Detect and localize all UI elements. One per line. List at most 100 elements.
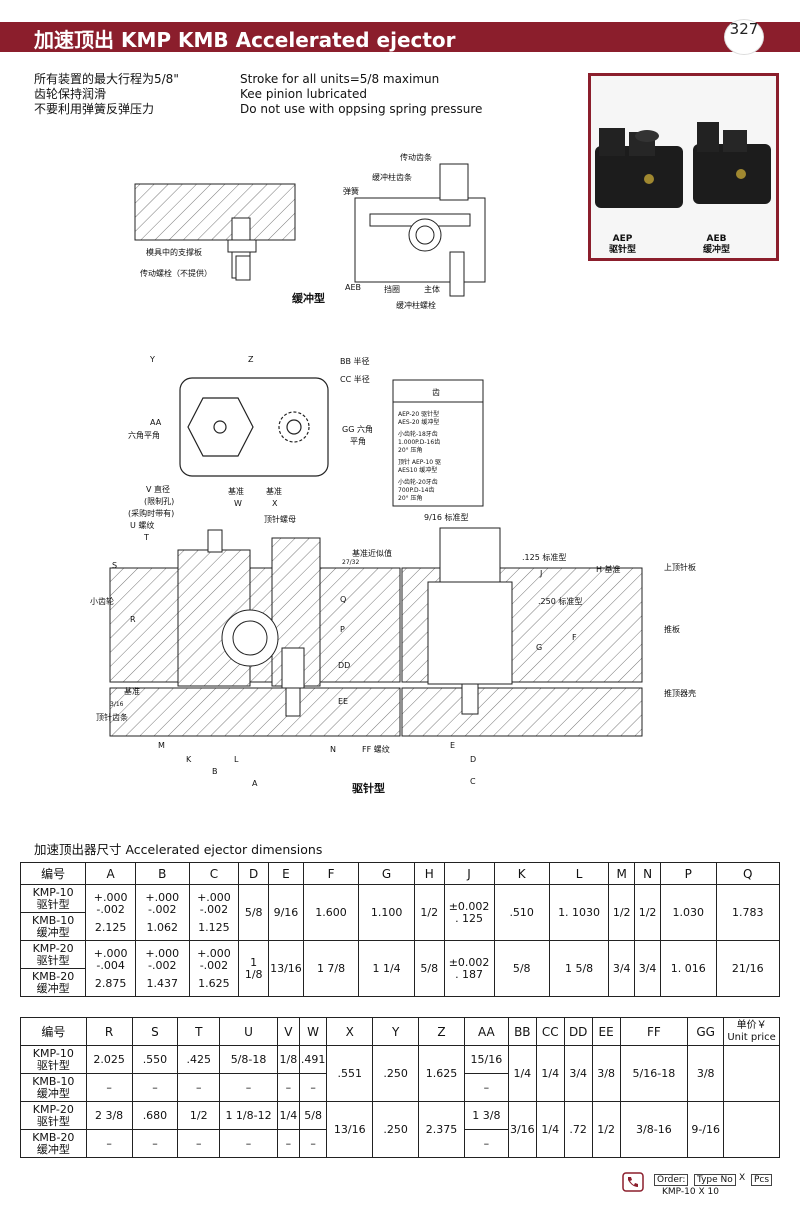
gear-box-row-1: AEP-20 驱针型 (398, 410, 439, 418)
label-limit-hole: (限制孔) (144, 496, 174, 506)
label-z: Z (248, 355, 254, 364)
t1-r2-a-tol2: -.004 (96, 958, 125, 972)
t1-r1-b-tol: +.000 (145, 890, 180, 904)
label-k: K (186, 755, 192, 764)
label-b: B (212, 767, 218, 776)
gear-box-row-3: 小齿轮-18牙齿 (398, 430, 438, 438)
t2-r1-w: .491 (298, 1045, 328, 1074)
label-frac-3-16: 3/16 (110, 701, 124, 708)
label-l: L (234, 755, 239, 764)
t1-r1-b-tol2: -.002 (148, 902, 177, 916)
t1-r1-b-val: 1.062 (146, 920, 179, 934)
label-datum: 基准 (228, 486, 244, 496)
t1-kmp10-type: 驱针型 (36, 897, 70, 911)
t1-r2-c-val: 1.625 (198, 976, 230, 990)
t1-r1-c-tol2: -.002 (199, 902, 229, 916)
t2-r3-s: .680 (131, 1101, 179, 1130)
t2-r3-ff: 3/8-16 (619, 1101, 689, 1158)
t2-r2-r: – (85, 1073, 133, 1102)
t2-r2-w: – (298, 1073, 328, 1102)
buffer-type-drawing (134, 163, 486, 297)
label-std-9-16: 9/16 标准型 (424, 512, 469, 522)
t1-kmp20-type: 驱针型 (36, 953, 70, 967)
t2-r4-v: – (276, 1129, 300, 1158)
photo-label-aep-type: 驱针型 (609, 245, 637, 255)
t1-r1-m: 1/2 (608, 884, 636, 941)
t1-h11: L (548, 862, 610, 885)
t2-h0: 编号 (20, 1017, 87, 1046)
t2-r3-ee: 1/2 (591, 1101, 621, 1158)
label-bb: BB 半径 (340, 356, 370, 366)
label-datum-2: 基准 (124, 686, 140, 696)
t1-h12: M (608, 862, 636, 885)
label-x: X (272, 499, 278, 508)
t1-r1-g: 1.100 (358, 884, 415, 941)
photo-label-aeb: AEB 缓冲型 (703, 234, 730, 256)
label-buffer-bolt: 缓冲柱螺栓 (396, 300, 436, 310)
t1-r2-c-tol2: -.002 (199, 958, 229, 972)
t2-unit-price-header: 单价￥Unit price (723, 1017, 780, 1046)
page-title: 加速顶出 KMP KMB Accelerated ejector (34, 28, 456, 52)
t2-unit-price-en: Unit price (727, 1031, 776, 1043)
t1-r1-j-val: . 125 (455, 911, 484, 925)
plan-view (179, 377, 329, 477)
t1-r2-b-tol2: -.002 (148, 958, 177, 972)
label-m: M (158, 741, 165, 750)
t2-h6: W (298, 1017, 328, 1046)
t1-r2-j-tol: ±0.002 (448, 955, 490, 969)
t1-r2-e: 13/16 (268, 940, 304, 997)
t1-r1-a-val: 2.125 (94, 920, 127, 934)
notes-en: Stroke for all units=5/8 maximun Kee pin… (240, 72, 482, 117)
phone-icon (622, 1172, 644, 1192)
t2-r4-aa: – (463, 1129, 509, 1158)
t2-h15: FF (619, 1017, 689, 1046)
label-gg: GG 六角 (342, 424, 373, 434)
t1-h1: A (85, 862, 136, 885)
t2-r1-aa: 15/16 (463, 1045, 509, 1074)
t1-r1-l: 1. 1030 (548, 884, 610, 941)
table-1-header-row: 编号 A B C D E F G H J K L M N P Q (19, 862, 781, 885)
t2-r1-s: .550 (131, 1045, 179, 1074)
t1-kmb20-code: KMB-20 (32, 969, 75, 983)
t2-r1-t: .425 (177, 1045, 221, 1074)
t2-h9: Z (418, 1017, 465, 1046)
label-d: D (470, 755, 476, 764)
t2-r1-x: .551 (326, 1045, 374, 1102)
t2-r3-y: .250 (372, 1101, 420, 1158)
label-aa: AA (150, 418, 162, 427)
label-drive-bolt: 传动螺栓（不提供） (140, 268, 212, 278)
gear-box-row-8: 小齿轮-20牙齿 (398, 478, 438, 486)
t1-r1-h: 1/2 (413, 884, 445, 941)
t2-h8: Y (372, 1017, 420, 1046)
label-q: Q (340, 595, 346, 604)
label-flat: 平角 (350, 436, 366, 446)
photo-label-aep: AEP 驱针型 (609, 234, 636, 256)
gear-spec-box: 齿 AEP-20 驱针型 AES-20 缓冲型 小齿轮-18牙齿 1.000P.… (392, 379, 484, 507)
t1-r2-f: 1 7/8 (302, 940, 360, 997)
label-g: G (536, 643, 542, 652)
label-frac-27-32: 27/32 (342, 559, 359, 566)
t1-r1-j: ±0.002. 125 (443, 884, 495, 941)
t2-h12: CC (535, 1017, 565, 1046)
technical-drawing: 传动齿条 缓冲柱齿条 弹簧 模具中的支撑板 传动螺栓（不提供） 缓冲型 AEB … (90, 152, 696, 795)
t1-r2-d: 1 1/8 (238, 940, 270, 997)
photo-label-aeb-code: AEB (706, 234, 727, 244)
t2-r1-z: 1.625 (418, 1045, 465, 1102)
t2-r3-aa: 1 3/8 (463, 1101, 509, 1130)
order-example: KMP-10 X 10 (662, 1187, 719, 1197)
gear-box-row-9: 700P.D-14齿 (398, 486, 434, 494)
t2-r1-price (723, 1045, 780, 1102)
t2-h13: DD (563, 1017, 593, 1046)
t1-kmb20-type: 缓冲型 (36, 981, 70, 995)
label-pinion: 小齿轮 (90, 596, 114, 606)
t1-r2-j: ±0.002. 187 (443, 940, 495, 997)
t2-r4-r: – (85, 1129, 133, 1158)
label-f: F (572, 633, 577, 642)
t1-h4: D (238, 862, 270, 885)
